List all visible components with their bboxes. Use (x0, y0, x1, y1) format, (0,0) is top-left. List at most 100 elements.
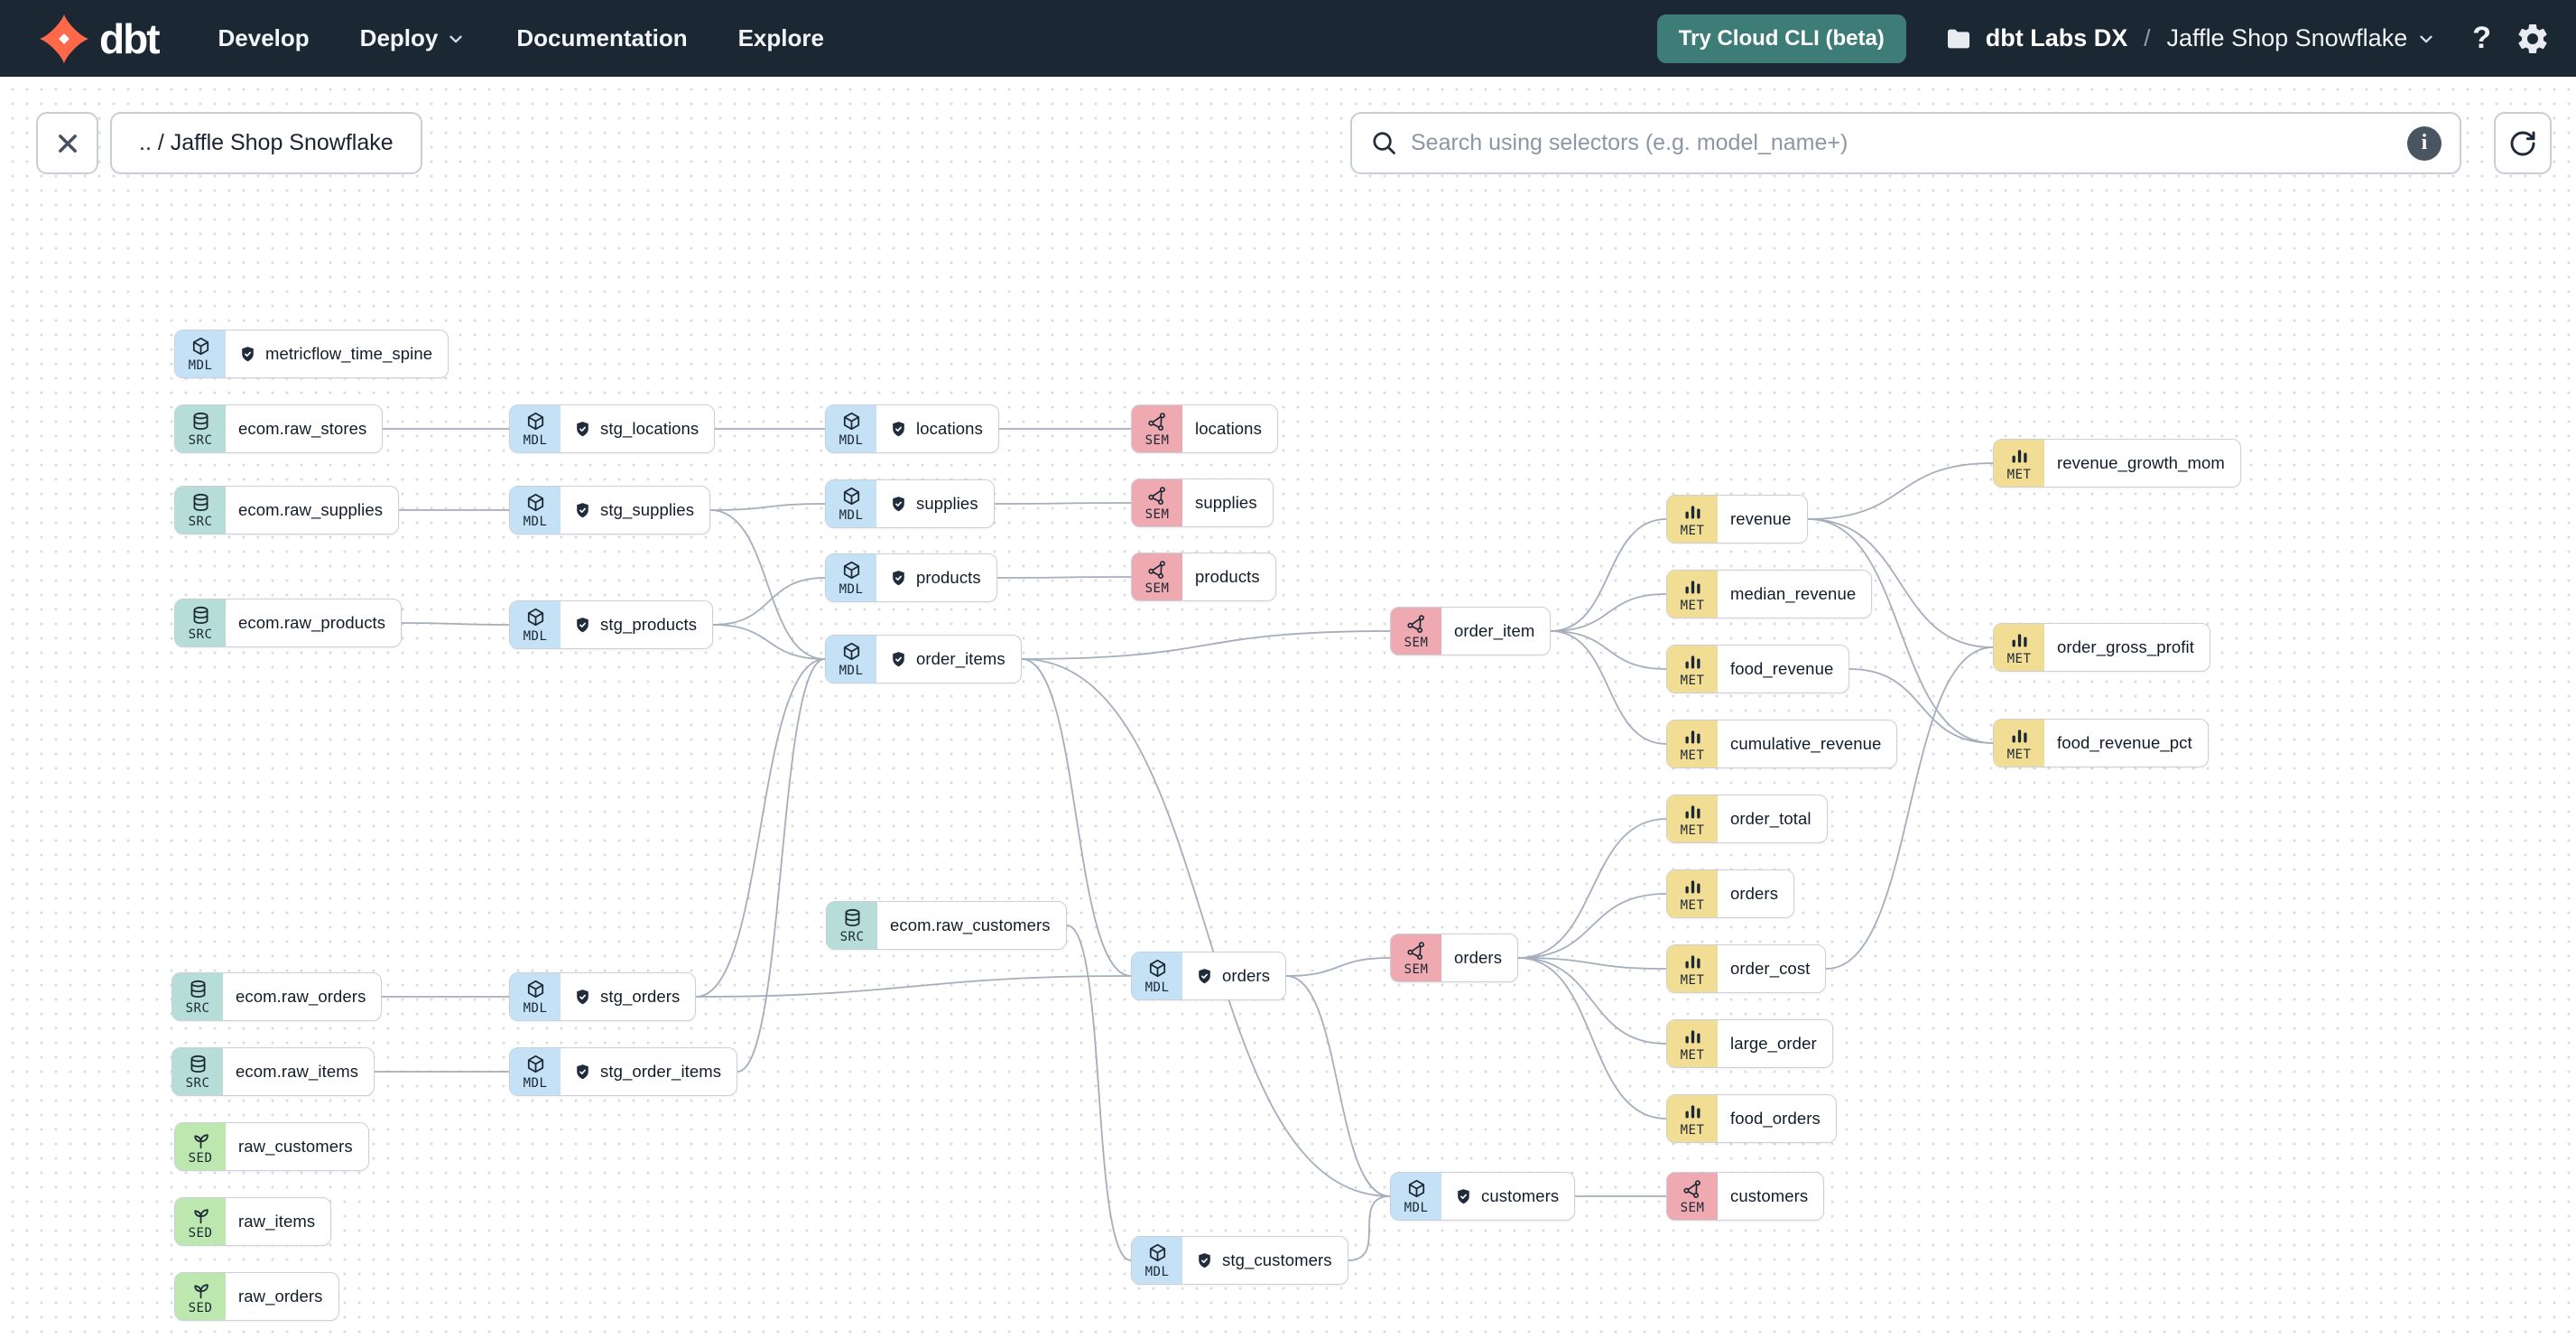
close-lineage-button[interactable] (36, 112, 98, 174)
account-breadcrumb: dbt Labs DX / Jaffle Shop Snowflake (1944, 24, 2436, 53)
nav-item-documentation[interactable]: Documentation (516, 24, 687, 52)
project-selector[interactable]: Jaffle Shop Snowflake (2167, 24, 2437, 52)
graph-node-large_order[interactable]: MET large_order (1666, 1019, 1833, 1068)
node-type-label: SRC (185, 1000, 210, 1016)
cube-icon (840, 641, 863, 664)
node-label: locations (1195, 419, 1262, 438)
dbt-logo[interactable]: dbt (38, 13, 161, 65)
node-type-label: MDL (523, 1000, 548, 1016)
node-type-label: MDL (839, 663, 864, 678)
node-type-badge-src: SRC (172, 1048, 223, 1095)
nav-item-explore[interactable]: Explore (738, 24, 824, 52)
node-body: customers (1441, 1173, 1574, 1220)
node-body: orders (1441, 934, 1517, 981)
node-type-label: SED (188, 1225, 213, 1240)
graph-node-order_items[interactable]: MDL order_items (825, 635, 1022, 683)
node-type-label: SEM (1680, 1200, 1705, 1215)
node-type-badge-met: MET (1994, 720, 2044, 767)
help-button[interactable]: ? (2472, 21, 2491, 55)
refresh-button[interactable] (2494, 112, 2552, 174)
database-icon (187, 979, 209, 1001)
cube-icon (1405, 1178, 1428, 1201)
node-type-label: MET (2006, 747, 2032, 762)
gear-icon[interactable] (2515, 21, 2551, 57)
node-body: order_items (876, 636, 1021, 683)
node-type-label: MET (1680, 598, 1705, 613)
node-type-badge-met: MET (1667, 870, 1718, 917)
close-icon (58, 134, 77, 153)
node-type-label: SED (188, 1300, 213, 1315)
node-type-label: MDL (1144, 1264, 1170, 1279)
graph-node-customers[interactable]: SEM customers (1666, 1172, 1825, 1221)
node-body: large_order (1718, 1020, 1832, 1067)
node-body: metricflow_time_spine (226, 330, 448, 377)
node-type-label: MDL (523, 432, 548, 448)
account-name[interactable]: dbt Labs DX (1985, 24, 2128, 51)
node-type-label: SEM (1404, 962, 1429, 977)
node-type-badge-sem: SEM (1132, 479, 1182, 526)
info-icon[interactable]: i (2407, 125, 2442, 161)
nav-item-develop[interactable]: Develop (218, 24, 310, 52)
node-type-badge-src: SRC (175, 599, 226, 646)
node-body: ecom.raw_supplies (226, 487, 398, 534)
graph-node-stg_locations[interactable]: MDL stg_locations (509, 404, 716, 453)
node-body: customers (1718, 1173, 1823, 1220)
database-icon (190, 411, 212, 433)
cube-icon (1146, 1242, 1169, 1265)
node-type-badge-met: MET (1667, 646, 1718, 692)
lineage-breadcrumb-label: .. / Jaffle Shop Snowflake (139, 130, 394, 155)
node-type-badge-mdl: MDL (510, 405, 561, 452)
node-type-label: MDL (839, 432, 864, 448)
cube-icon (524, 1054, 547, 1076)
node-type-label: MET (1680, 1047, 1705, 1063)
graph-node-orders[interactable]: SEM orders (1390, 934, 1519, 982)
lineage-breadcrumb[interactable]: .. / Jaffle Shop Snowflake (110, 112, 422, 174)
node-type-label: MDL (839, 581, 864, 597)
try-cloud-cli-button[interactable]: Try Cloud CLI (beta) (1656, 14, 1906, 63)
node-label: order_gross_profit (2057, 637, 2194, 656)
graph-node-raw_items[interactable]: SED raw_items (174, 1197, 332, 1246)
node-type-badge-src: SRC (175, 487, 226, 534)
database-icon (190, 492, 212, 515)
node-body: stg_locations (561, 405, 714, 452)
nav-item-deploy[interactable]: Deploy (360, 24, 467, 52)
search-input[interactable] (1411, 130, 2395, 156)
node-label: raw_items (238, 1212, 316, 1231)
nav-item-label: Explore (737, 24, 824, 51)
node-type-label: MET (1680, 822, 1705, 838)
